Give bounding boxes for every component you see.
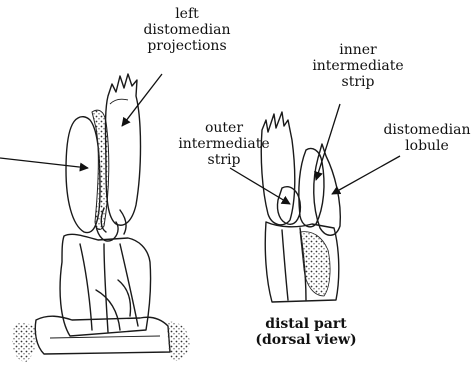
- caption-line: distal part: [246, 316, 366, 332]
- label-line: lobule: [382, 138, 472, 154]
- outer-strip-shape: [277, 187, 300, 224]
- label-line: distomedian: [382, 122, 472, 138]
- label-left-distomedian-projections: left distomedian projections: [132, 6, 242, 54]
- label-line: intermediate: [308, 58, 408, 74]
- base-stipple-left: [12, 323, 37, 362]
- label-line: inner: [308, 42, 408, 58]
- label-line: left: [132, 6, 242, 22]
- arrow-outer-strip: [230, 168, 290, 204]
- label-inner-intermediate-strip: inner intermediate strip: [308, 42, 408, 90]
- base-plate: [35, 316, 170, 354]
- arrow-left-pointer: [0, 158, 88, 168]
- caption-line: (dorsal view): [246, 332, 366, 348]
- inner-strip-shape: [299, 149, 324, 227]
- label-line: strip: [176, 152, 272, 168]
- label-line: strip: [308, 74, 408, 90]
- arrow-distomedian-lobule: [332, 156, 400, 194]
- left-process: [66, 117, 100, 233]
- label-line: outer: [176, 120, 272, 136]
- arrow-inner-strip: [316, 104, 340, 180]
- right-process: [106, 74, 141, 225]
- label-line: projections: [132, 38, 242, 54]
- label-line: intermediate: [176, 136, 272, 152]
- distal-stipple: [300, 232, 330, 296]
- base-stipple-right: [167, 322, 190, 361]
- label-outer-intermediate-strip: outer intermediate strip: [176, 120, 272, 168]
- label-line: distomedian: [132, 22, 242, 38]
- left-specimen-drawing: [12, 74, 190, 362]
- label-distomedian-lobule: distomedian lobule: [382, 122, 472, 154]
- figure-caption: distal part (dorsal view): [246, 316, 366, 348]
